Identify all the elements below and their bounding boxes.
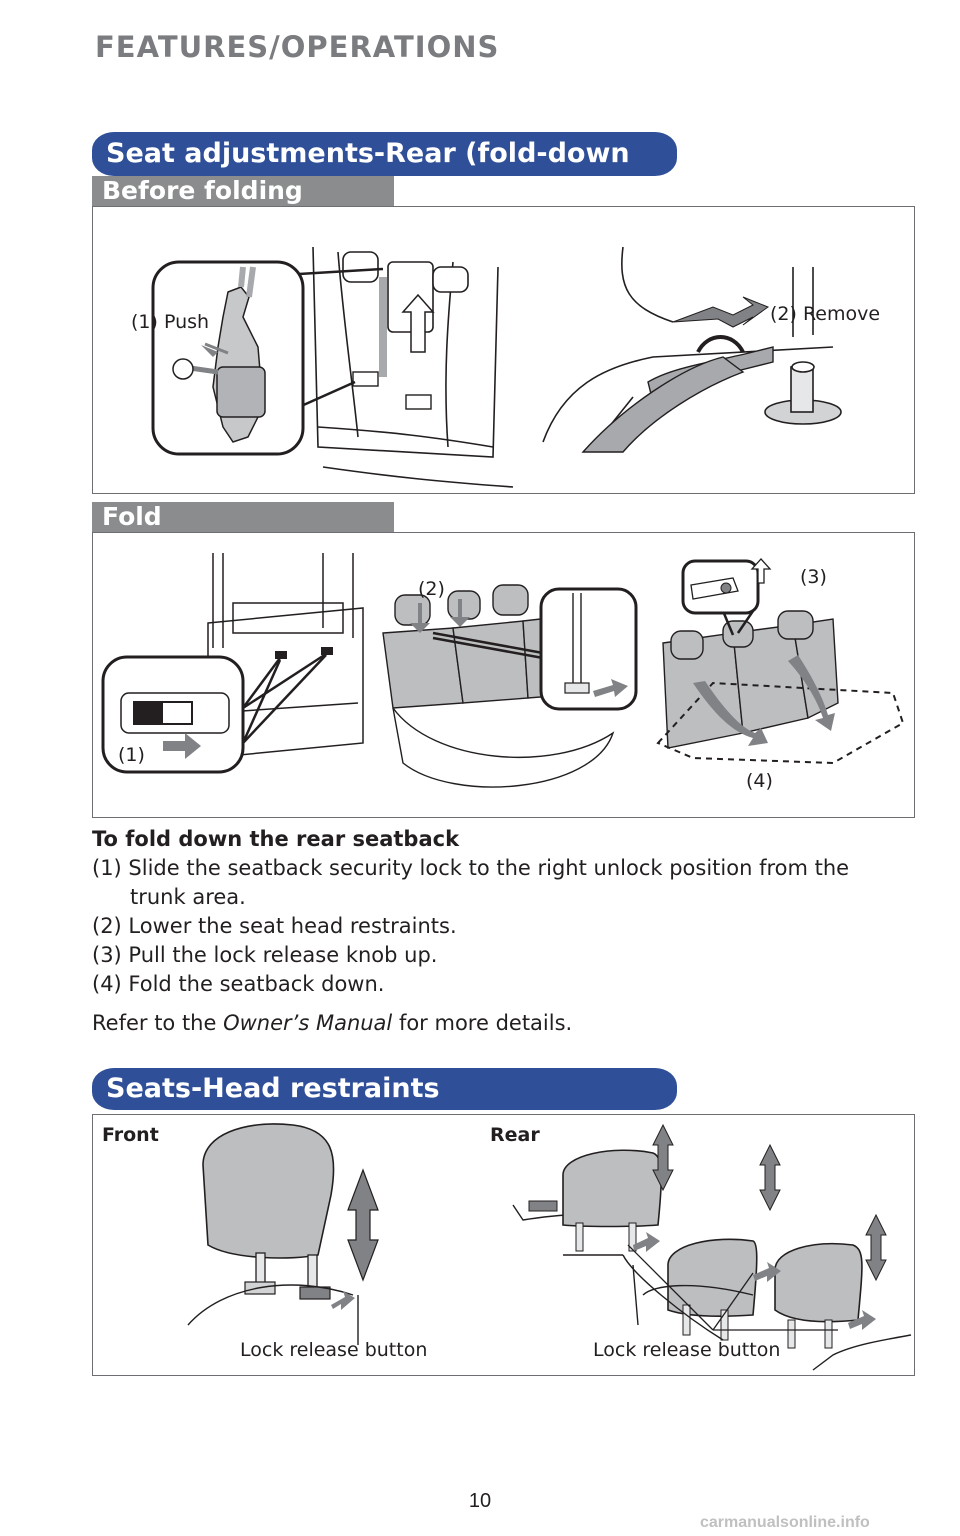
watermark: carmanualsonline.info <box>700 1514 870 1531</box>
head-restraints-heading: Seats-Head restraints <box>92 1068 677 1110</box>
fold-heading: Fold <box>92 502 394 532</box>
instruction-step: (1) Slide the seatback security lock to … <box>92 856 850 880</box>
seat-adjustments-heading: Seat adjustments-Rear (fold-down type) <box>92 132 677 213</box>
before-folding-illustration <box>151 246 842 488</box>
remove-callout: (2) Remove <box>770 303 881 325</box>
instructions-heading: To fold down the rear seatback <box>92 827 460 851</box>
refer-suffix: for more details. <box>392 1011 573 1035</box>
page-number: 10 <box>468 1490 492 1512</box>
fold-callout-4: (4) <box>746 770 773 792</box>
rear-label: Rear <box>490 1124 540 1146</box>
owners-manual-reference: Owner’s Manual <box>223 1011 393 1035</box>
instruction-step: (3) Pull the lock release knob up. <box>92 943 438 967</box>
fold-instructions: To fold down the rear seatback (1) Slide… <box>92 825 912 1038</box>
fold-callout-1: (1) <box>118 744 145 766</box>
front-label: Front <box>102 1124 159 1146</box>
push-callout: (1) Push <box>131 311 210 333</box>
refer-note: Refer to the Owner’s Manual for more det… <box>92 1009 912 1038</box>
fold-panel <box>92 532 915 818</box>
front-lock-release-caption: Lock release button <box>240 1339 428 1361</box>
fold-callout-3: (3) <box>800 566 827 588</box>
fold-callout-2: (2) <box>418 578 445 600</box>
head-restraints-illustration <box>187 1123 912 1371</box>
instruction-step: (2) Lower the seat head restraints. <box>92 914 457 938</box>
refer-prefix: Refer to the <box>92 1011 224 1035</box>
rear-lock-release-caption: Lock release button <box>593 1339 781 1361</box>
before-folding-panel <box>92 206 915 494</box>
head-restraints-panel <box>92 1114 915 1376</box>
page-section-title: FEATURES/OPERATIONS <box>95 30 500 64</box>
instruction-step: trunk area. <box>130 885 246 909</box>
before-folding-heading: Before folding <box>92 176 394 206</box>
fold-illustration <box>101 553 905 788</box>
instruction-step: (4) Fold the seatback down. <box>92 972 385 996</box>
